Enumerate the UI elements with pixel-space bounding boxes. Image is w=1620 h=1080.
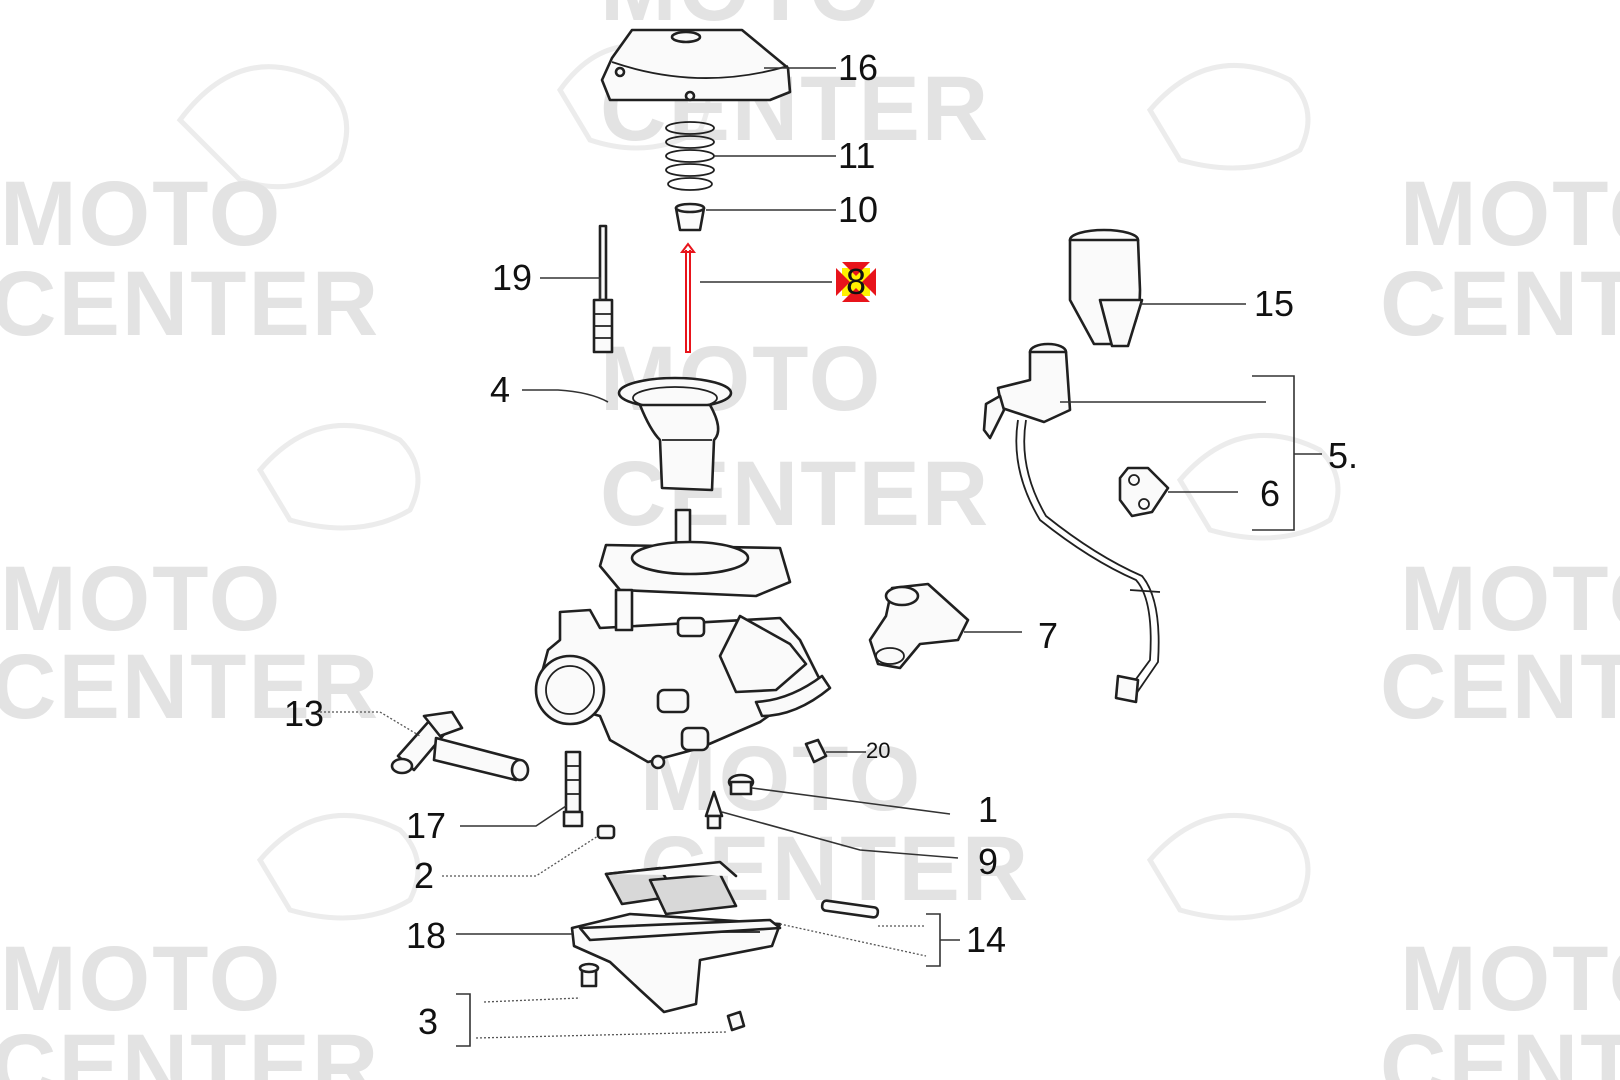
callout-17: 17: [406, 805, 446, 846]
leader-lines: [320, 67, 1322, 1047]
part-1-nut: [727, 773, 755, 796]
part-3-screws: [578, 962, 746, 1032]
callout-4: 4: [490, 369, 510, 410]
watermark-moto: MOTO: [600, 328, 882, 430]
part-2-plug: [596, 824, 616, 840]
part-13-t-fitting: [390, 710, 530, 782]
callout-3: 3: [418, 1001, 438, 1042]
callout-7: 7: [1038, 615, 1058, 656]
callout-18: 18: [406, 915, 446, 956]
watermark-center: CENTER: [0, 636, 380, 738]
callout-14: 14: [966, 919, 1006, 960]
part-10-retainer: [674, 202, 706, 232]
watermark-center: CENTER: [1380, 636, 1620, 738]
callout-6: 6: [1260, 473, 1280, 514]
part-8-jet-needle: [680, 242, 696, 353]
callout-9: 9: [978, 841, 998, 882]
part-8-highlight-marker: [836, 262, 876, 302]
callout-5: 5.: [1328, 435, 1358, 476]
carburetor-body: [534, 508, 832, 770]
watermark-moto: MOTO: [1400, 928, 1620, 1030]
watermark-center: CENTER: [1380, 253, 1620, 355]
watermark-center: CENTER: [0, 1016, 380, 1080]
watermark-moto: MOTO: [1400, 163, 1620, 265]
watermark-moto: MOTO: [1400, 548, 1620, 650]
part-17-jet-holder: [562, 750, 584, 828]
part-4-diaphragm-slide: [617, 376, 733, 492]
callout-8: 8: [846, 261, 866, 302]
callout-19: 19: [492, 257, 532, 298]
callout-16: 16: [838, 47, 878, 88]
callout-11: 11: [838, 135, 875, 176]
callout-13: 13: [284, 693, 324, 734]
part-19-idle-screw: [592, 224, 614, 354]
part-18-float-bowl: [570, 912, 782, 1014]
part-9-float-needle: [704, 790, 724, 830]
part-14-float: [604, 860, 880, 919]
part-16-cover: [600, 28, 792, 102]
watermark-center: CENTER: [0, 253, 380, 355]
watermark-moto: MOTO: [0, 163, 282, 265]
callout-labels: 16 11 10 8 19 4 15 5. 6 7 13 20 1 17 9 2…: [284, 47, 1358, 1042]
callout-1: 1: [978, 789, 998, 830]
callout-15: 15: [1254, 283, 1294, 324]
callout-10: 10: [838, 189, 878, 230]
watermark-moto: MOTO: [0, 928, 282, 1030]
watermark-center: CENTER: [1380, 1016, 1620, 1080]
watermark-moto: MOTO: [0, 548, 282, 650]
callout-20: 20: [866, 738, 890, 763]
callout-2: 2: [414, 855, 434, 896]
part-20-screw: [804, 738, 828, 764]
part-6-clamp-plate: [1118, 466, 1170, 518]
part-15-boot: [1068, 228, 1144, 348]
part-7-choke-housing: [868, 582, 970, 670]
watermark-center: CENTER: [600, 443, 990, 545]
part-5-choke-assembly: [982, 342, 1161, 704]
